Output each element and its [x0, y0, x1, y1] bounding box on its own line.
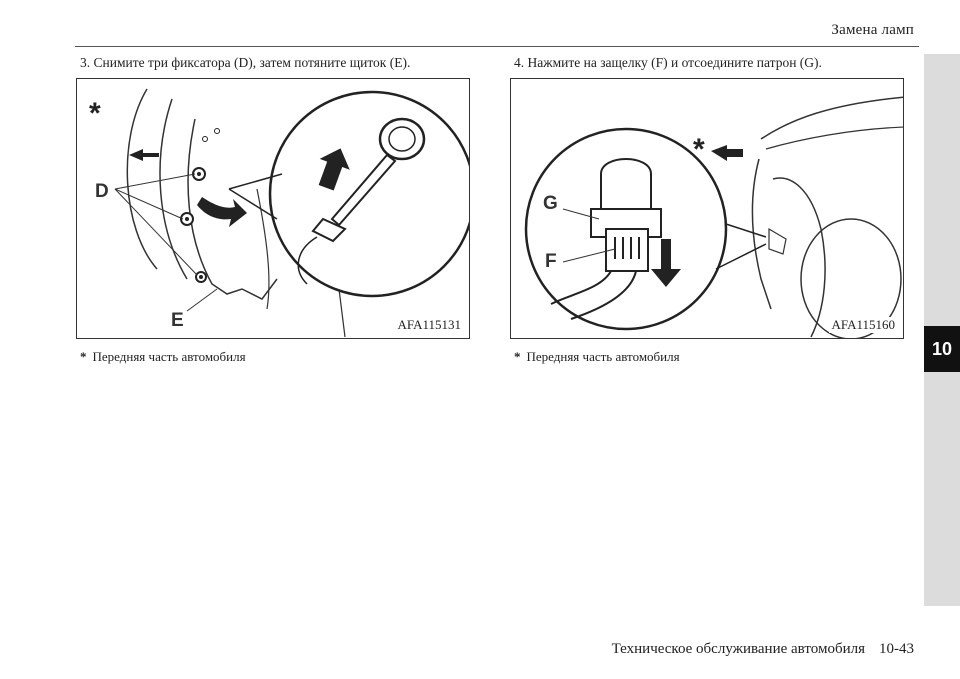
label-f: F: [545, 251, 557, 272]
label-g: G: [543, 193, 558, 214]
page-footer: Техническое обслуживание автомобиля 10-43: [612, 641, 914, 658]
figure-code: AFA115131: [395, 317, 463, 333]
step-3-instruction: 3. Снимите три фиксатора (D), затем потя…: [80, 55, 411, 70]
footnote-mark: *: [80, 349, 87, 364]
label-d: D: [95, 181, 109, 202]
footnote-text: Передняя часть автомобиля: [92, 349, 246, 364]
figure-remove-clips: * D E AFA115131: [76, 78, 470, 339]
front-marker-star: *: [693, 133, 705, 166]
footnote-mark: *: [514, 349, 521, 364]
front-marker-star: *: [89, 97, 101, 130]
footer-section-title: Техническое обслуживание автомобиля: [611, 641, 865, 657]
figure-disconnect-socket: * G F AFA115160: [510, 78, 904, 339]
chapter-number-badge: 10: [924, 326, 960, 372]
headlamp-socket-illustration: * G F: [524, 96, 903, 338]
label-e: E: [171, 310, 184, 331]
footnote-text: Передняя часть автомобиля: [526, 349, 680, 364]
header-divider: [75, 46, 919, 47]
step-4-instruction: 4. Нажмите на защелку (F) и отсоедините …: [514, 55, 822, 70]
fender-liner-illustration: * D E: [89, 88, 469, 338]
footnote-front-of-vehicle: * Передняя часть автомобиля: [80, 349, 246, 365]
running-header: Замена ламп: [831, 22, 914, 38]
figure-code: AFA115160: [829, 317, 897, 333]
footnote-front-of-vehicle: * Передняя часть автомобиля: [514, 349, 680, 365]
page-number: 10-43: [879, 641, 914, 657]
